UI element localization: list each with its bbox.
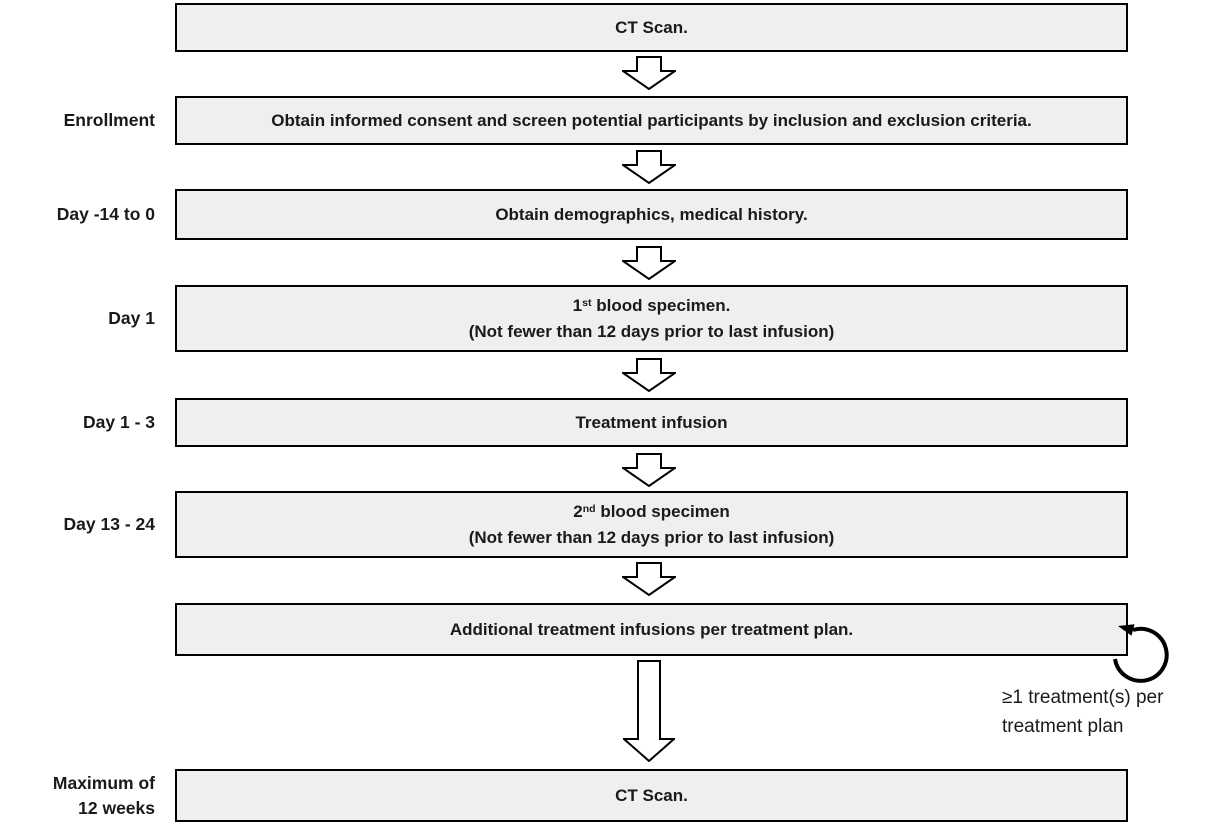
down-arrow-icon [622,56,676,90]
flow-box-text: Obtain demographics, medical history. [495,204,808,224]
flow-box-additional-infusions: Additional treatment infusions per treat… [175,603,1128,656]
flow-box-informed-consent: Obtain informed consent and screen poten… [175,96,1128,145]
long-down-arrow-icon [623,660,675,762]
loop-annotation-line2: treatment plan [1002,716,1124,737]
loop-arrow-icon [1113,624,1169,683]
stage-label-maximum-line2: 12 weeks [78,798,155,818]
flow-box-text-line1: 1st blood specimen. [572,295,731,315]
down-arrow-icon [622,246,676,280]
flow-box-text: Obtain informed consent and screen poten… [271,110,1032,130]
stage-label-maximum-12-weeks: Maximum of 12 weeks [0,771,155,821]
flow-box-first-blood-specimen: 1st blood specimen. (Not fewer than 12 d… [175,285,1128,352]
flow-box-text: Additional treatment infusions per treat… [449,619,854,639]
flow-box-second-blood-specimen: 2nd blood specimen (Not fewer than 12 da… [175,491,1128,558]
flow-box-demographics: Obtain demographics, medical history. [175,189,1128,240]
flow-box-treatment-infusion: Treatment infusion [175,398,1128,447]
flow-box-text: CT Scan. [615,785,688,805]
stage-label-enrollment: Enrollment [63,110,155,130]
down-arrow-icon [622,358,676,392]
ordinal-superscript: nd [582,502,596,515]
flow-box-text-line2: (Not fewer than 12 days prior to last in… [468,527,835,547]
stage-label-maximum-line1: Maximum of [52,773,155,793]
stage-label-day-1-3: Day 1 - 3 [83,412,155,432]
flow-box-text-line1: 2nd blood specimen [573,501,730,521]
stage-label-day-13-24: Day 13 - 24 [63,514,155,534]
down-arrow-icon [622,150,676,184]
loop-annotation: ≥1 treatment(s) per treatment plan [1002,683,1163,741]
flow-box-text: Treatment infusion [575,412,728,432]
flow-box-text: CT Scan. [615,17,688,37]
loop-annotation-line1: ≥1 treatment(s) per [1002,687,1164,708]
stage-label-day-1: Day 1 [108,308,155,328]
down-arrow-icon [622,562,676,596]
stage-label-day-minus14-to-0: Day -14 to 0 [56,204,155,224]
ordinal-superscript: st [582,296,592,309]
flow-box-text-line2: (Not fewer than 12 days prior to last in… [468,321,835,341]
flow-box-ct-scan-top: CT Scan. [175,3,1128,52]
down-arrow-icon [622,453,676,487]
flow-box-ct-scan-bottom: CT Scan. [175,769,1128,822]
